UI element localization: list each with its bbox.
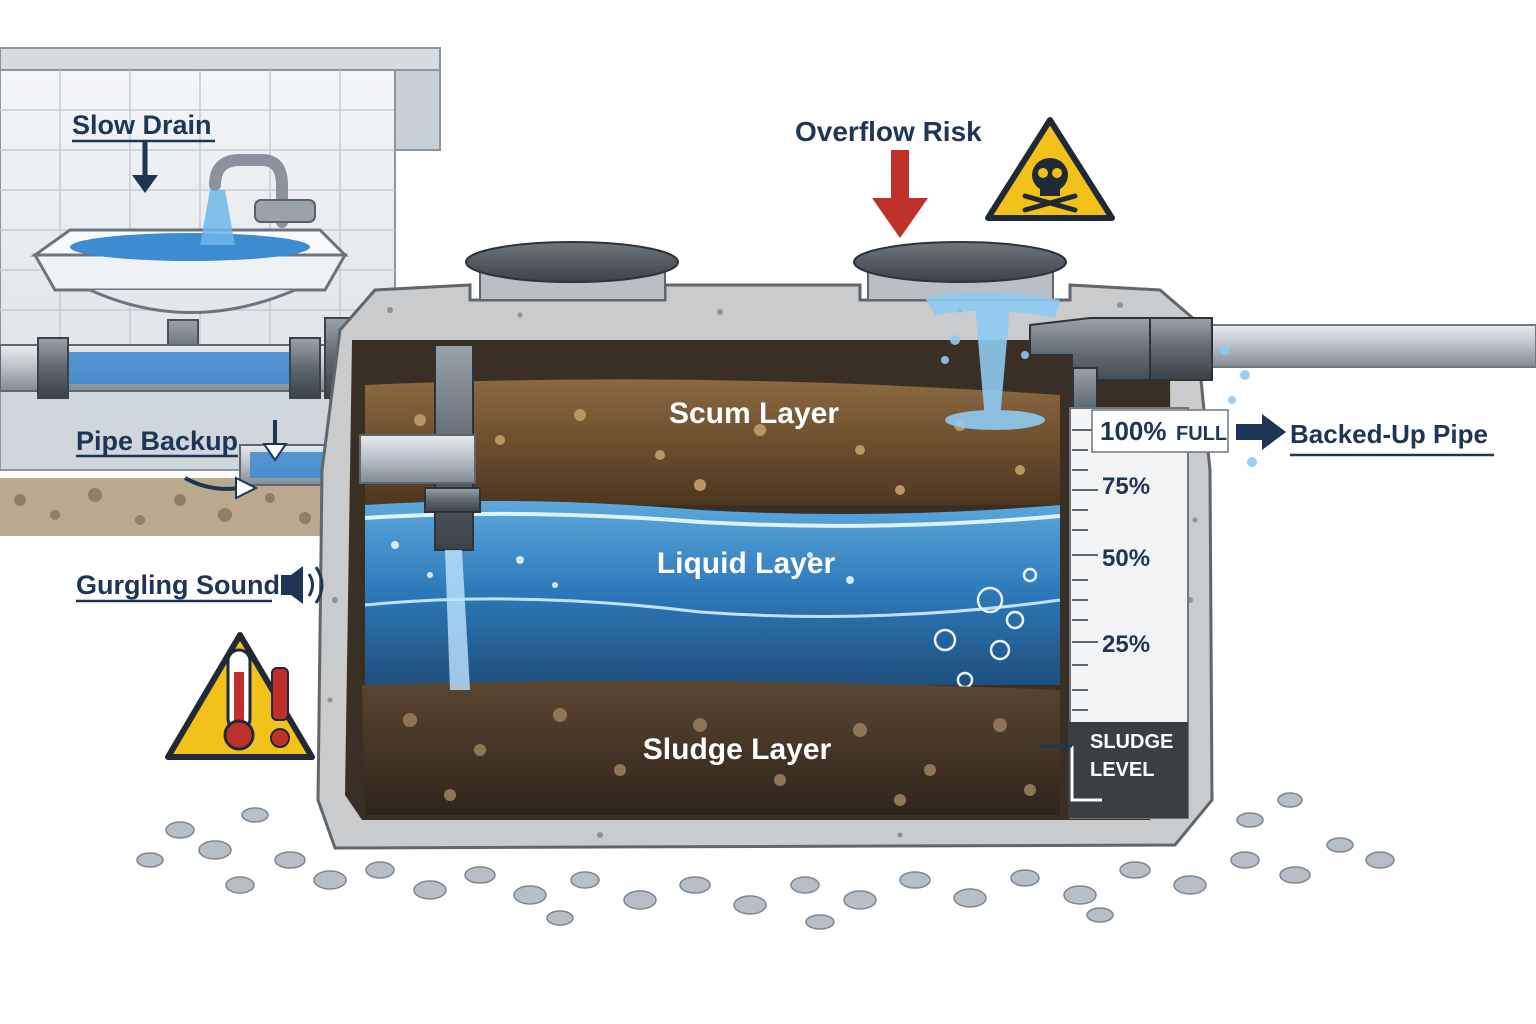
scum-layer-label: Scum Layer <box>669 397 839 430</box>
sludge-level-label-1: SLUDGE <box>1090 731 1173 753</box>
ground-gravel-left <box>0 478 330 536</box>
overflow-water <box>925 291 1257 467</box>
overflow-risk-label: Overflow Risk <box>795 116 982 147</box>
slow-drain-label: Slow Drain <box>72 110 212 140</box>
tank-lid-left <box>465 241 679 301</box>
outlet-pipe <box>1029 317 1536 449</box>
sludge-level-label-2: LEVEL <box>1090 759 1154 781</box>
gauge-100-label: 100% <box>1100 416 1167 446</box>
inlet-tee-pipe <box>359 344 481 690</box>
slow-drain-arrow <box>132 142 158 193</box>
skull-warning-icon <box>985 117 1115 221</box>
level-gauge <box>1038 407 1229 819</box>
backed-up-pipe-label: Backed-Up Pipe <box>1290 419 1488 449</box>
gravel-bed <box>136 792 1395 930</box>
callout-underlines <box>72 139 1494 603</box>
overflow-arrow <box>872 150 928 238</box>
gurgling-sound-label: Gurgling Sound <box>76 570 280 600</box>
backed-up-arrow <box>1236 414 1286 450</box>
scum-layer <box>365 379 1060 505</box>
pipe-backup-label: Pipe Backup <box>76 426 238 456</box>
liquid-layer-label: Liquid Layer <box>657 547 836 580</box>
thermometer-warning-icon <box>165 632 315 760</box>
sludge-layer-label: Sludge Layer <box>643 733 832 766</box>
gauge-75-label: 75% <box>1102 473 1150 500</box>
gauge-full-label: FULL <box>1176 423 1227 445</box>
tank-lid-right <box>853 241 1067 301</box>
pipe-backup-arrows <box>184 420 288 500</box>
gauge-25-label: 25% <box>1102 631 1150 658</box>
speaker-icon <box>281 566 324 604</box>
gauge-50-label: 50% <box>1102 545 1150 572</box>
sludge-layer <box>362 681 1060 815</box>
